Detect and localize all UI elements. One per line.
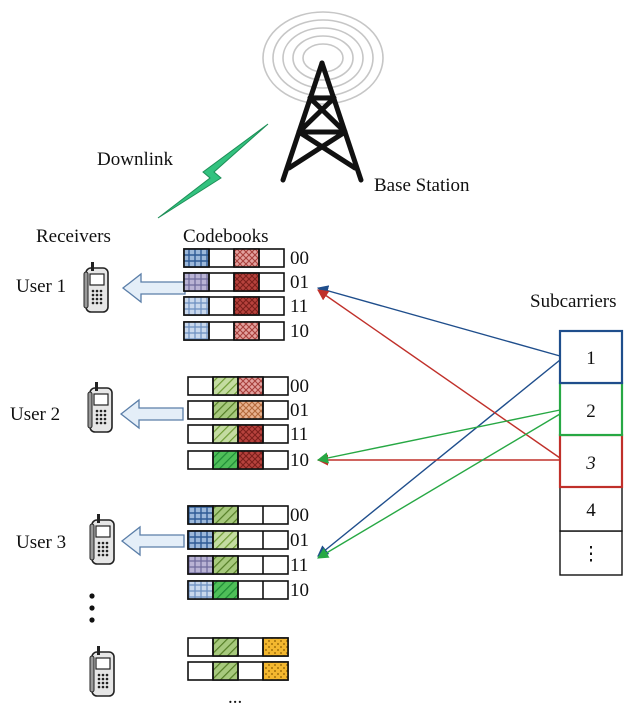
user1-receive-arrow-icon xyxy=(122,273,186,303)
codeword-label: 01 xyxy=(290,530,309,551)
codeword-label: 11 xyxy=(290,424,308,445)
sc1-to-user3-arrow xyxy=(317,359,561,557)
user1-phone-icon xyxy=(83,261,109,313)
user1-label: User 1 xyxy=(16,276,66,297)
user4-phone-icon xyxy=(89,645,115,697)
sc3-to-user1-arrow xyxy=(317,289,561,459)
codeword-label: 00 xyxy=(290,505,309,526)
more-users-ellipsis-icon xyxy=(89,593,95,623)
subcarrier-3: 3 xyxy=(585,453,596,474)
sc1-to-user1-arrow xyxy=(316,285,561,357)
sc2-to-user2-arrow xyxy=(316,409,561,464)
codeword-label: 01 xyxy=(290,272,309,293)
user3-codebook xyxy=(187,505,289,600)
codeword-label: 01 xyxy=(290,400,309,421)
subcarrier-column: 1 2 3 4 ⋮ xyxy=(558,329,624,576)
receivers-label: Receivers xyxy=(36,226,111,247)
codebooks-label: Codebooks xyxy=(183,226,269,247)
sc2-to-user3-arrow xyxy=(317,413,561,559)
codeword-label: 11 xyxy=(290,555,308,576)
codeword-label: 10 xyxy=(290,450,309,471)
codeword-label: 10 xyxy=(290,580,309,601)
codeword-label: 00 xyxy=(290,376,309,397)
codeword-label: 00 xyxy=(290,248,309,269)
user2-codebook xyxy=(187,376,289,470)
user2-label: User 2 xyxy=(10,404,60,425)
user4-codebook xyxy=(187,637,289,681)
codebook-ellipsis: ... xyxy=(228,687,242,706)
subcarrier-4: 4 xyxy=(586,500,596,521)
user3-receive-arrow-icon xyxy=(121,526,185,556)
user1-codebook xyxy=(183,248,285,341)
user2-phone-icon xyxy=(87,381,113,433)
subcarriers-label: Subcarriers xyxy=(530,291,617,312)
user3-phone-icon xyxy=(89,513,115,565)
downlink-signal-icon xyxy=(157,123,269,219)
subcarrier-2: 2 xyxy=(586,401,596,422)
codeword-label: 10 xyxy=(290,321,309,342)
subcarrier-mapping-arrows xyxy=(316,285,561,559)
downlink-label: Downlink xyxy=(97,149,174,170)
user3-label: User 3 xyxy=(16,532,66,553)
base-station-label: Base Station xyxy=(374,175,470,196)
base-station-tower-icon xyxy=(262,11,384,183)
subcarrier-more: ⋮ xyxy=(582,544,601,565)
subcarrier-1: 1 xyxy=(586,348,596,369)
codeword-label: 11 xyxy=(290,296,308,317)
user2-receive-arrow-icon xyxy=(120,399,184,429)
